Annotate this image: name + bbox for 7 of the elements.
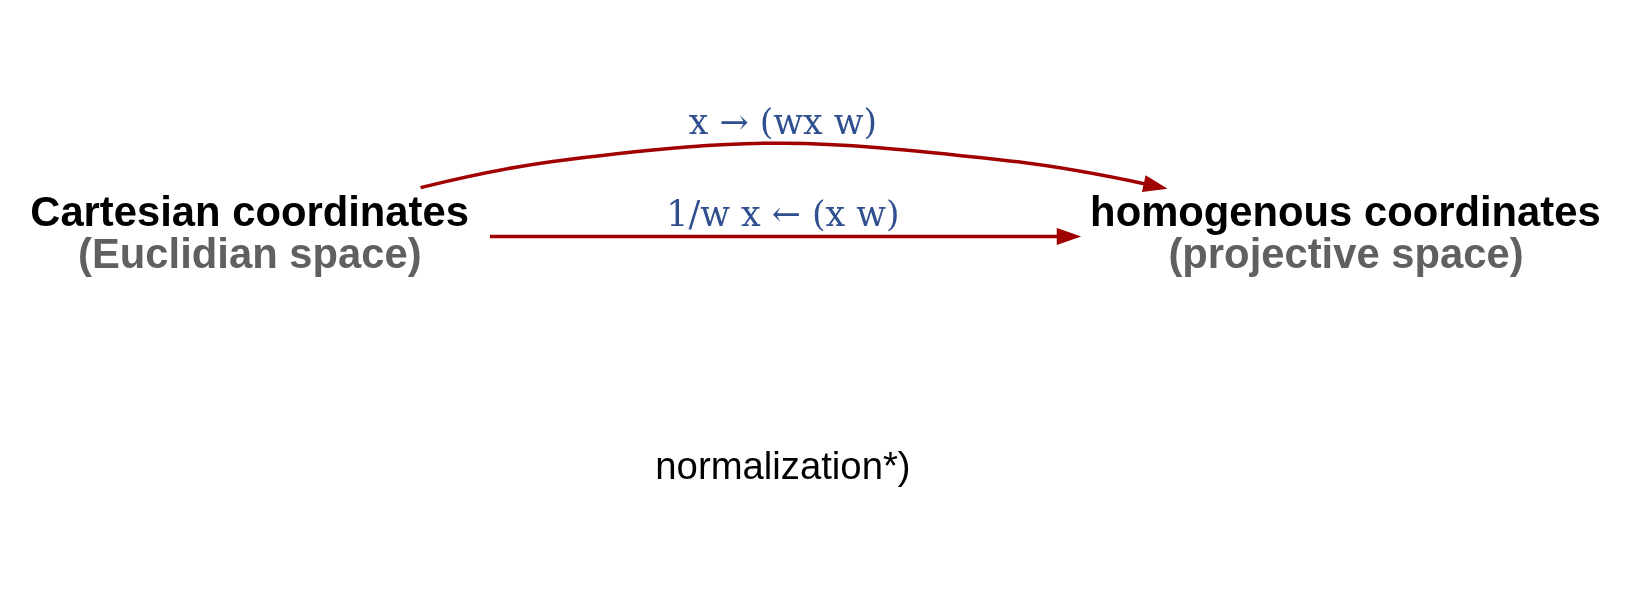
- edge-label: 1/w x ← (x w): [666, 194, 900, 235]
- edge-label: x → (wx w): [688, 101, 878, 142]
- arrow: [489, 227, 1082, 246]
- arrow: [420, 141, 1168, 192]
- node-text: Cartesian coordinates (Euclidian space): [30, 188, 469, 278]
- label: normalization*): [655, 444, 911, 488]
- node-text: homogenous coordinates (projective space): [1090, 188, 1601, 278]
